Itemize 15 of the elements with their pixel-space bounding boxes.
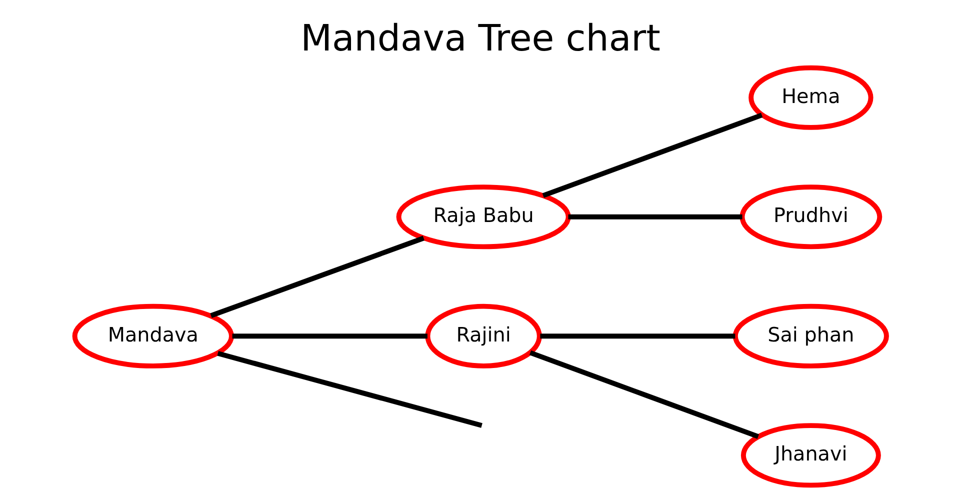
node-ellipse: Mandava	[72, 304, 234, 368]
node-ellipse: Hema	[748, 65, 873, 130]
connector	[568, 214, 742, 220]
diagram-title: Mandava Tree chart	[300, 16, 660, 60]
connector	[232, 334, 427, 339]
node-ellipse: Rajini	[424, 304, 542, 368]
connector	[210, 236, 424, 318]
node-ellipse: Raja Babu	[396, 184, 570, 250]
node-ellipse: Jhanavi	[740, 423, 880, 488]
connector	[216, 350, 482, 428]
connector	[542, 112, 762, 198]
connector	[528, 350, 759, 439]
node-ellipse: Prudhvi	[739, 184, 882, 250]
node-ellipse: Sai phan	[732, 304, 888, 368]
connector	[540, 334, 735, 339]
